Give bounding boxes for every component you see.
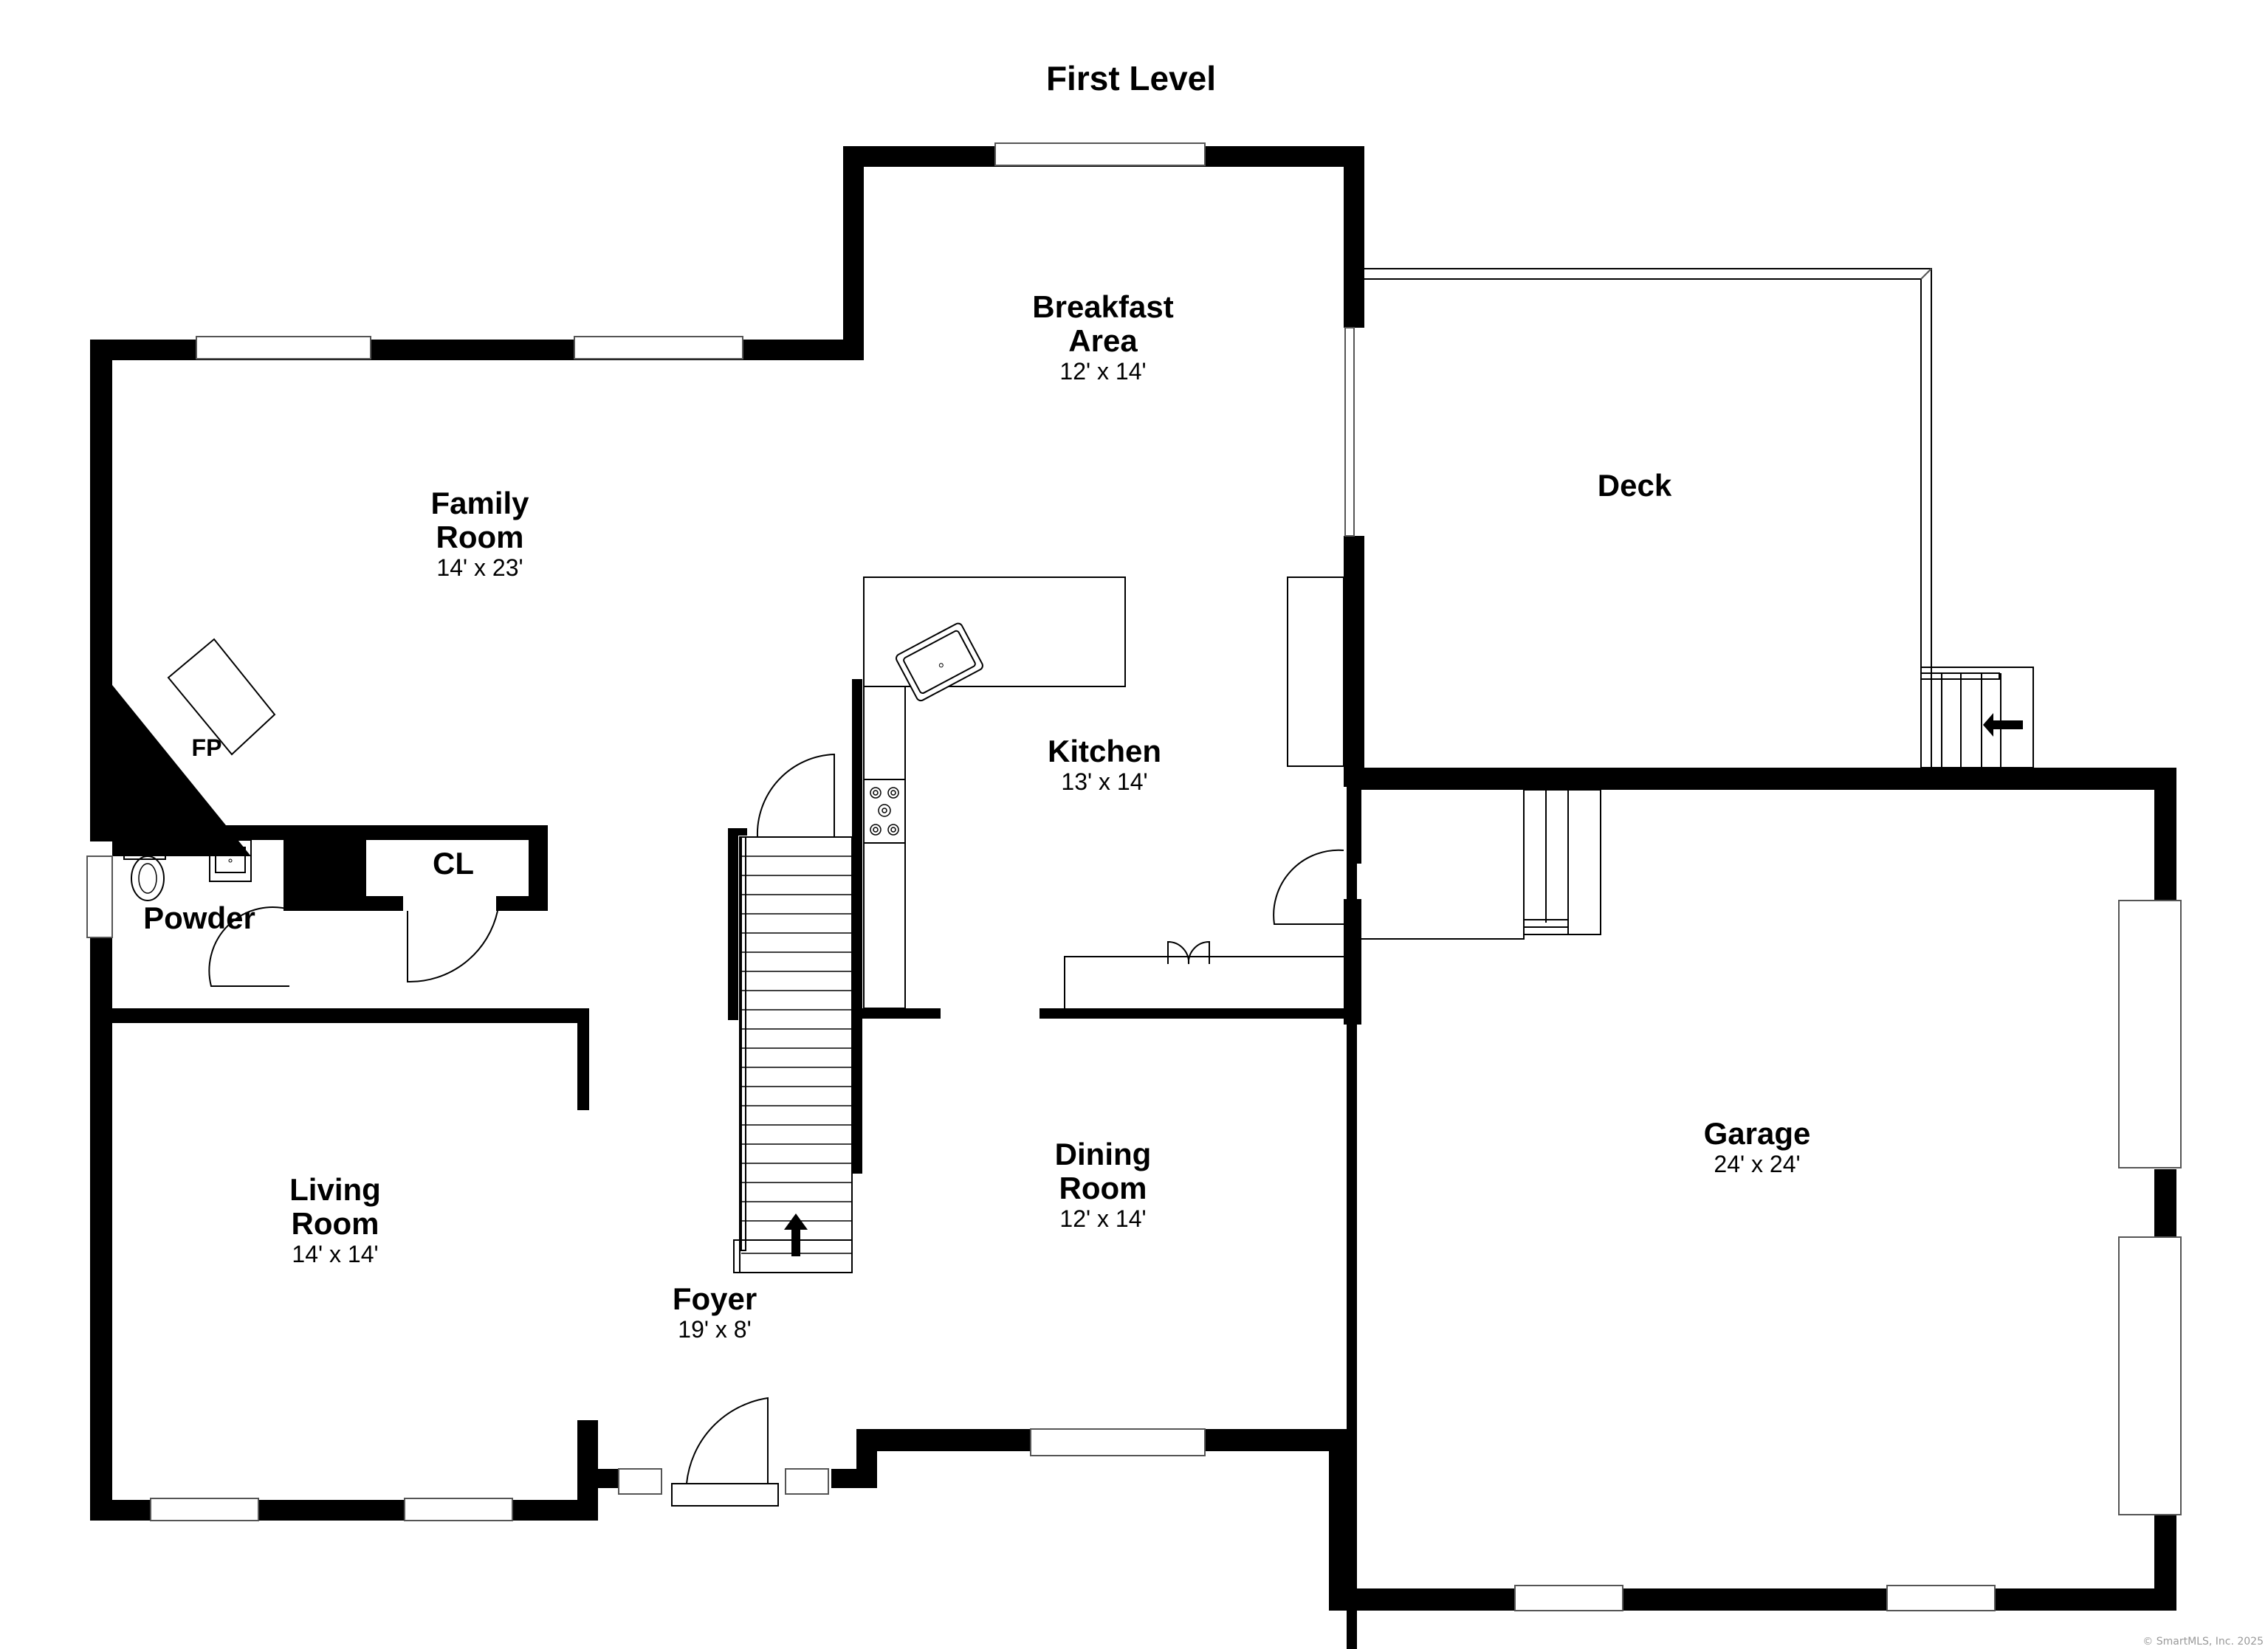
room-labels: Breakfast Area 12' x 14' Family Room 14'…: [143, 289, 1810, 1343]
window: [785, 1468, 829, 1495]
counter-lower: [1064, 956, 1344, 1008]
room-dims-dining: 12' x 14': [1059, 1205, 1146, 1232]
kitchen-island: [863, 576, 1126, 687]
room-dims-family: 14' x 23': [436, 554, 523, 581]
counter: [863, 686, 906, 1009]
toilet-tank: [123, 839, 166, 860]
window: [618, 1468, 662, 1495]
kitchen-fixtures: [863, 576, 1344, 1009]
door-swing: [1273, 849, 1344, 925]
room-name-breakfast-2: Area: [1068, 323, 1138, 358]
room-dims-kitchen: 13' x 14': [1061, 768, 1147, 795]
room-name-living-2: Room: [292, 1206, 379, 1241]
room-name-foyer: Foyer: [673, 1281, 757, 1316]
window: [994, 142, 1206, 166]
room-name-living: Living: [289, 1172, 381, 1207]
arrow-left-icon: [1983, 713, 2023, 737]
deck: [1364, 268, 2034, 768]
window: [1514, 1585, 1623, 1611]
garage-stairs: [1357, 789, 1601, 940]
front-door: [671, 1397, 779, 1507]
room-name-powder: Powder: [143, 901, 255, 935]
room-name-closet: CL: [433, 846, 474, 881]
room-name-dining: Dining: [1055, 1137, 1152, 1171]
interior-walls: [112, 679, 1357, 1649]
room-dims-foyer: 19' x 8': [678, 1316, 751, 1343]
windows: [86, 142, 2182, 1611]
window: [196, 336, 371, 359]
door-swing: [208, 906, 290, 987]
copyright: © SmartMLS, Inc. 2025: [2142, 1636, 2264, 1648]
room-name-breakfast: Breakfast: [1032, 289, 1173, 324]
fireplace-mass: [112, 685, 251, 856]
room-name-deck: Deck: [1598, 468, 1672, 503]
window: [404, 1498, 513, 1521]
door-swing: [756, 753, 835, 838]
plan-title: First Level: [1046, 59, 1216, 97]
cabinet-door: [1167, 940, 1190, 965]
room-dims-garage: 24' x 24': [1714, 1151, 1800, 1177]
room-name-kitchen: Kitchen: [1048, 734, 1161, 768]
powder-fixtures: [123, 839, 498, 987]
door-swing: [407, 910, 498, 983]
window: [574, 336, 743, 359]
room-name-dining-2: Room: [1059, 1171, 1147, 1205]
toilet-icon: [131, 856, 165, 901]
sink-icon: [209, 839, 252, 882]
room-dims-breakfast: 12' x 14': [1059, 358, 1146, 385]
main-stairs: [733, 753, 853, 1273]
pantry-counter: [1287, 576, 1344, 767]
window: [150, 1498, 259, 1521]
sliding-door: [1344, 327, 1355, 537]
room-name-family: Family: [430, 486, 529, 520]
sink-icon: [896, 622, 983, 702]
burner-icon: [870, 787, 899, 836]
room-name-family-2: Room: [436, 520, 524, 554]
window: [1030, 1428, 1206, 1456]
arrow-up-icon: [784, 1213, 808, 1256]
room-dims-living: 14' x 14': [292, 1241, 378, 1267]
window: [86, 856, 113, 938]
fireplace-hearth: [167, 638, 276, 756]
window: [1886, 1585, 1996, 1611]
stove: [863, 779, 906, 844]
garage-door: [2118, 900, 2182, 1168]
room-name-garage: Garage: [1704, 1116, 1811, 1151]
cabinet-door: [1187, 940, 1210, 965]
room-name-fireplace: FP: [192, 734, 222, 761]
garage-door: [2118, 1236, 2182, 1515]
